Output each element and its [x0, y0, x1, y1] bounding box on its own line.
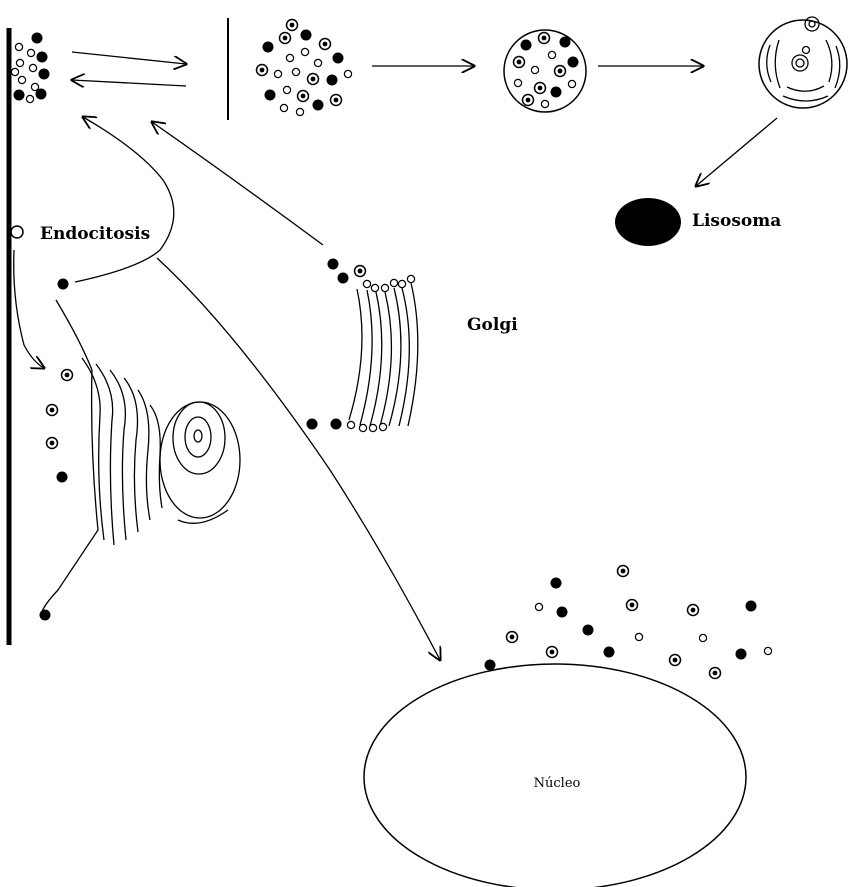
particle-cluster: [257, 20, 352, 116]
golgi-stack: [307, 259, 418, 432]
reverse-arrow: [72, 80, 186, 86]
nuclear-particles: [485, 566, 772, 679]
endocytosis-path-arrow: [14, 250, 44, 368]
golgi-label: Golgi: [467, 315, 518, 335]
membrane-particles: [11, 33, 49, 103]
return-arrow-1: [75, 117, 174, 282]
endocytic-vesicle: [11, 226, 23, 238]
nucleus-label: Núcleo: [534, 776, 581, 791]
endosome: [504, 30, 586, 112]
forward-arrow: [72, 52, 186, 64]
lysosome: [615, 198, 681, 246]
lysosome-label: Lisosoma: [692, 211, 781, 231]
endocytosis-label: Endocitosis: [40, 224, 150, 244]
multivesicular-body: [759, 17, 847, 108]
arrow-to-nucleus: [157, 258, 440, 660]
return-arrow-2: [152, 122, 323, 245]
er-stack: [40, 279, 241, 621]
